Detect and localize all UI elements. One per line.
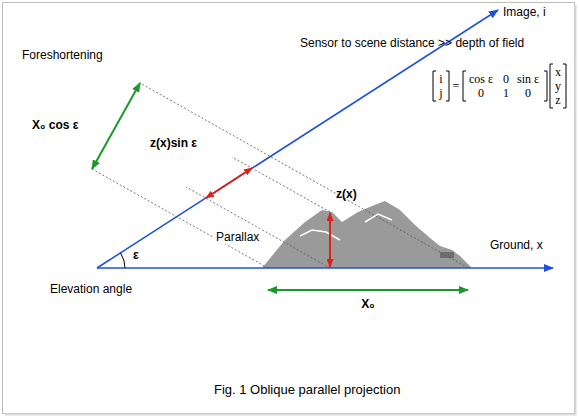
matrix-cell: 1 — [503, 86, 509, 100]
dimension-label: X₀ — [361, 297, 374, 311]
dimension-label: z(x)sin ε — [150, 136, 197, 150]
snow-line — [300, 230, 340, 240]
foreshortening-arrow — [92, 83, 140, 169]
matrix-cell: 0 — [525, 86, 531, 100]
effect-label: Foreshortening — [22, 48, 103, 62]
matrix-brackets — [433, 64, 566, 108]
figure-caption: Fig. 1 Oblique parallel projection — [214, 383, 400, 397]
matrix-cell: = — [453, 79, 460, 93]
angle-arc — [121, 253, 126, 268]
angle-label: ε — [133, 248, 139, 262]
matrix-cell: cos ε — [469, 72, 493, 86]
height-arrow — [329, 213, 331, 267]
note: Sensor to scene distance >> depth of fie… — [300, 36, 524, 50]
ground-axis — [97, 267, 553, 269]
projection-lines — [92, 83, 468, 268]
angle-label: Elevation angle — [50, 282, 132, 296]
building — [440, 252, 454, 258]
dimension-label: X₀ cos ε — [32, 118, 78, 132]
matrix-cell: y — [555, 79, 561, 93]
axis-label: Ground, x — [490, 238, 543, 252]
matrix-cell: x — [555, 65, 561, 79]
matrix-cell: sin ε — [517, 72, 539, 86]
frame-shadow — [5, 414, 576, 416]
frame-shadow — [575, 5, 577, 415]
ground-extent-arrow — [268, 289, 468, 291]
effect-label: Parallax — [214, 230, 261, 244]
figure-frame — [3, 3, 575, 414]
dimension-label: z(x) — [336, 187, 357, 201]
terrain-silhouette — [262, 201, 472, 268]
matrix-cell: j — [439, 86, 442, 100]
parallax-arrow — [206, 168, 252, 198]
matrix-cell: 0 — [478, 86, 484, 100]
matrix-cell: z — [555, 93, 560, 107]
matrix-cell: 0 — [503, 72, 509, 86]
matrix-cell: i — [439, 72, 442, 86]
snow-line — [365, 214, 392, 222]
axis-label: Image, i — [503, 5, 546, 19]
